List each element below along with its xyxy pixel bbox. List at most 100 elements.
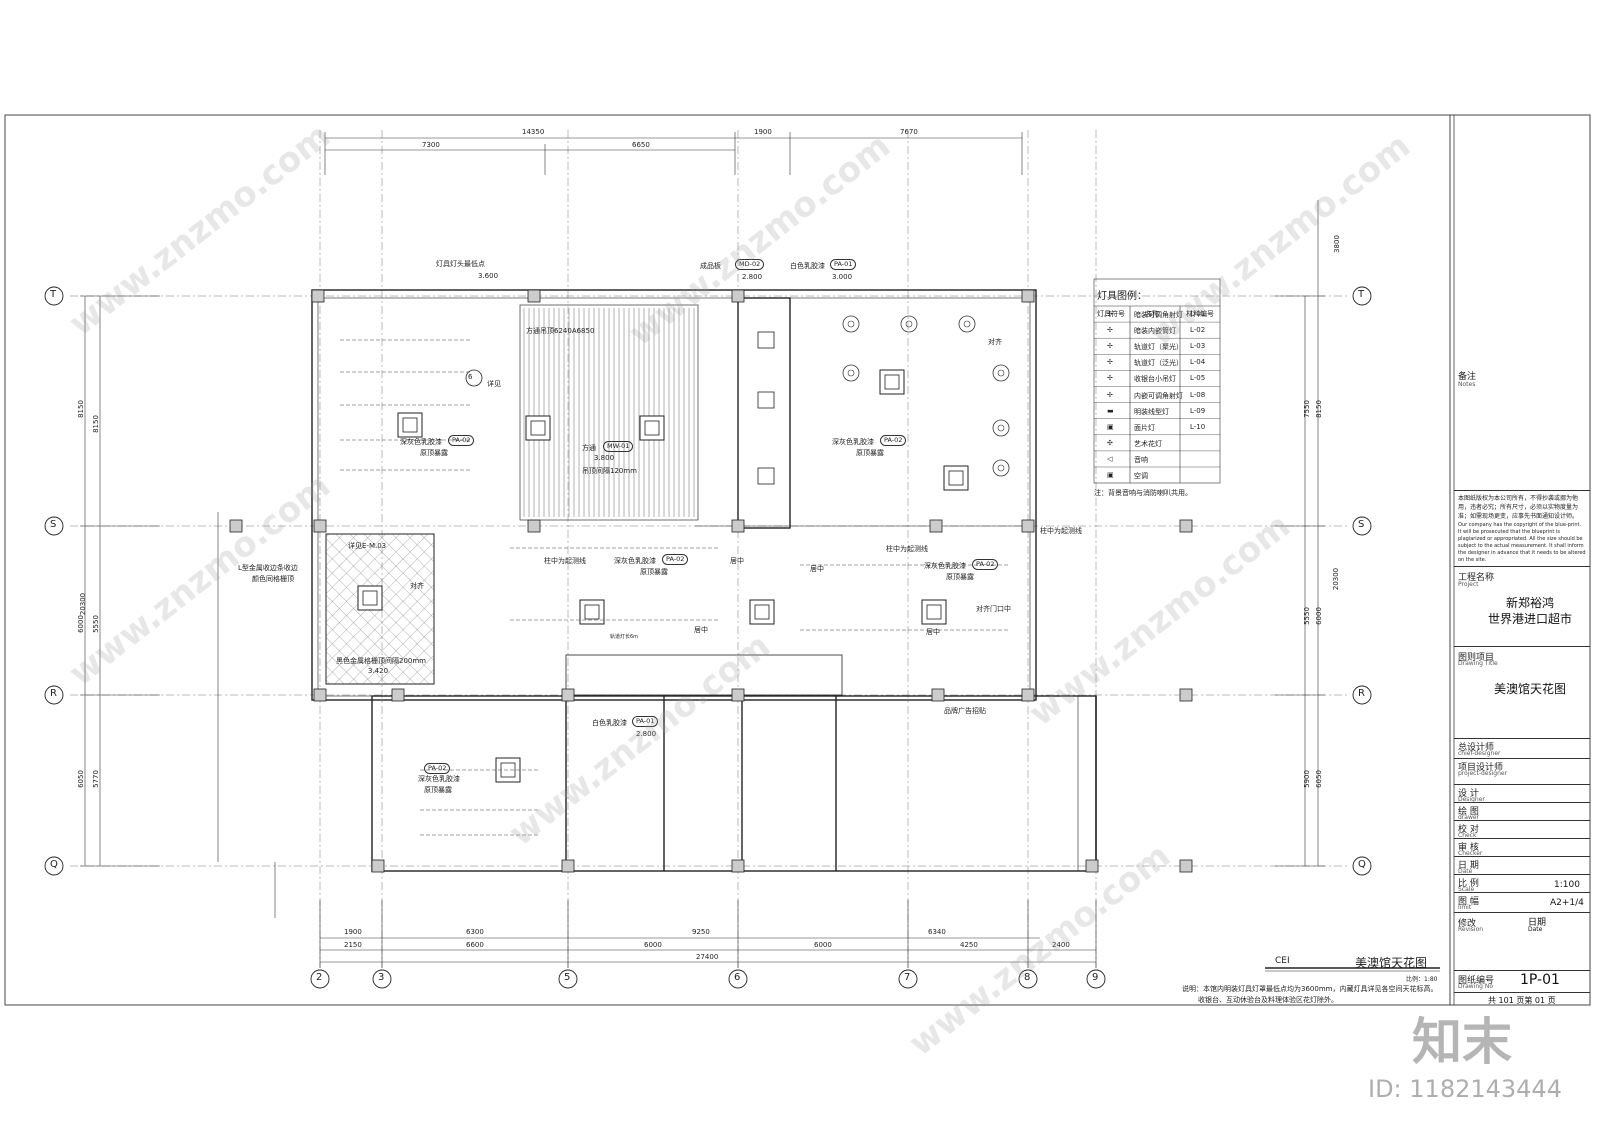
notes-label: 备注: [1458, 372, 1477, 382]
centered-b: 居中: [810, 565, 824, 573]
legend-row-name: 明装线型灯: [1134, 407, 1169, 416]
legend-row-code: L-03: [1190, 342, 1206, 351]
legend-row-symbol-icon: ✣: [1107, 438, 1113, 447]
approver-label: 审 核: [1458, 843, 1479, 853]
dim-top-total-c: 7670: [900, 128, 918, 136]
dim-right-outer-b: 7550: [1302, 400, 1311, 418]
art-lamp: [900, 315, 918, 333]
legend-row-symbol-icon: ◁: [1107, 454, 1113, 463]
title-block-row: [1454, 738, 1590, 739]
ac-diffuser-inner: [926, 604, 942, 620]
legend-row-code: L-09: [1190, 406, 1206, 415]
lamp-lowest-height: 3.600: [478, 272, 499, 280]
grid-row-label-r: R: [50, 688, 57, 699]
dim-right-inner-b: 20300: [1332, 567, 1341, 591]
designer-sub: Designer: [1458, 796, 1485, 803]
ac-diffuser: [943, 465, 969, 491]
dim-bottom-row2-b: 6600: [466, 941, 484, 949]
title-block-row: [1454, 992, 1590, 993]
tag-pa01-top: PA-01: [830, 259, 857, 270]
size-sub: limit: [1458, 904, 1472, 911]
grid-col-label-7: 7: [904, 972, 911, 983]
brand-logo: 知末: [1412, 1013, 1512, 1071]
legend-row-symbol-icon: ▣: [1107, 471, 1114, 479]
column-center-a: 柱中为起测线: [544, 557, 586, 565]
l-metal-label: L型金属收边条收边: [238, 564, 298, 572]
legend-header-code: 材料编号: [1186, 310, 1214, 318]
grid-col-label-3: 3: [378, 972, 385, 983]
ac-diffuser: [525, 415, 551, 441]
latex-label-c: 深灰色乳胶漆: [614, 557, 656, 565]
legend-table-lines: [1093, 278, 1221, 484]
tag-pa02-e: PA-02: [424, 763, 451, 774]
legend-row-code: L-10: [1190, 422, 1206, 431]
legend-header-symbol: 灯具符号: [1097, 310, 1125, 318]
art-lamp-core: [997, 369, 1005, 377]
project-designer-label: 项目设计师: [1458, 763, 1504, 773]
grid-row-label-r-right: R: [1358, 688, 1365, 699]
dim-right-inner-d: 6050: [1314, 770, 1323, 788]
panel-lamp: [757, 467, 775, 485]
project-sub: Project: [1458, 581, 1479, 588]
legend-header-name: 名称: [1145, 310, 1159, 318]
square-tube-label-b: 方通: [582, 444, 596, 452]
structural-columns: [229, 289, 1193, 873]
title-block-row: [1454, 856, 1590, 857]
finished-panel-label: 成品板: [700, 262, 721, 270]
legend-note: 注：背景音响与消防喇叭共用。: [1094, 489, 1192, 497]
title-block-row: [1454, 646, 1590, 647]
art-lamp: [958, 315, 976, 333]
explanation-line-2: 收银台、互动休验台及料理体验区花灯除外。: [1198, 996, 1338, 1004]
art-lamp-core: [847, 369, 855, 377]
title-block-row: [1454, 820, 1590, 821]
legend-row-symbol-icon: ▬: [1107, 406, 1114, 415]
drawing-item-sub: Drawing Title: [1458, 660, 1498, 667]
grid-col-label-6: 6: [734, 972, 741, 983]
legend-row-code: L-08: [1190, 390, 1206, 399]
latex-label-d: 深灰色乳胶漆: [924, 562, 966, 570]
black-grid-label: 黑色金属格栅顶间隔200mm: [336, 657, 426, 665]
dim-bottom-row1-d: 6340: [928, 928, 946, 936]
checker-sub: Check: [1458, 832, 1477, 839]
legend-row-symbol-icon: ✢: [1107, 390, 1113, 399]
height-2800-bottom: 2.800: [636, 730, 657, 738]
plan-caption-code: CEI: [1275, 956, 1290, 966]
art-lamp-core: [997, 424, 1005, 432]
ac-diffuser: [397, 412, 423, 438]
align-door-label: 对齐门口中: [976, 605, 1011, 613]
asset-id: ID: 1182143444: [1368, 1075, 1562, 1103]
ac-diffuser-inner: [530, 420, 546, 436]
art-lamp-core: [963, 320, 971, 328]
original-top-b: 原顶暴露: [856, 449, 884, 457]
panel-lamp: [757, 391, 775, 409]
track-lights: [340, 339, 1010, 836]
plan-caption-lines: [1265, 967, 1440, 972]
legend-row-lines: [1094, 321, 1220, 468]
grid-row-label-t-right: T: [1358, 289, 1365, 300]
lamp-lowest-label: 灯具灯头最低点: [436, 260, 485, 268]
grid-row-label-s-right: S: [1358, 519, 1365, 530]
grid-row-label-t: T: [50, 289, 57, 300]
latex-label-e: 深灰色乳胶漆: [418, 775, 460, 783]
detail-6-bubble: [465, 369, 483, 387]
right-dimensions: [1275, 200, 1325, 867]
height-3000: 3.000: [832, 273, 853, 281]
tube-spacing-label: 吊顶间隔120mm: [582, 467, 637, 475]
dim-left-outer-b: 20300: [79, 592, 88, 616]
centered-d: 居中: [926, 628, 940, 636]
revision-sub: Revision: [1458, 926, 1484, 933]
original-top-e: 原顶暴露: [424, 786, 452, 794]
dim-top-total-a: 14350: [522, 128, 545, 136]
top-dimensions: [324, 132, 1023, 175]
project-name-line-2: 世界港进口超市: [1488, 612, 1573, 626]
title-block-row: [1454, 784, 1590, 785]
legend-row-symbol-icon: ▣: [1107, 422, 1114, 431]
drawing-title: 美澳馆天花图: [1494, 682, 1567, 696]
legend-row-name: 音响: [1134, 455, 1148, 464]
grid-col-label-5: 5: [564, 972, 571, 983]
title-block-row: [1454, 892, 1590, 893]
ac-diffuser-inner: [402, 417, 418, 433]
ac-diffusers: [357, 331, 969, 783]
track-light-label: 轨道灯长6m: [610, 634, 639, 640]
